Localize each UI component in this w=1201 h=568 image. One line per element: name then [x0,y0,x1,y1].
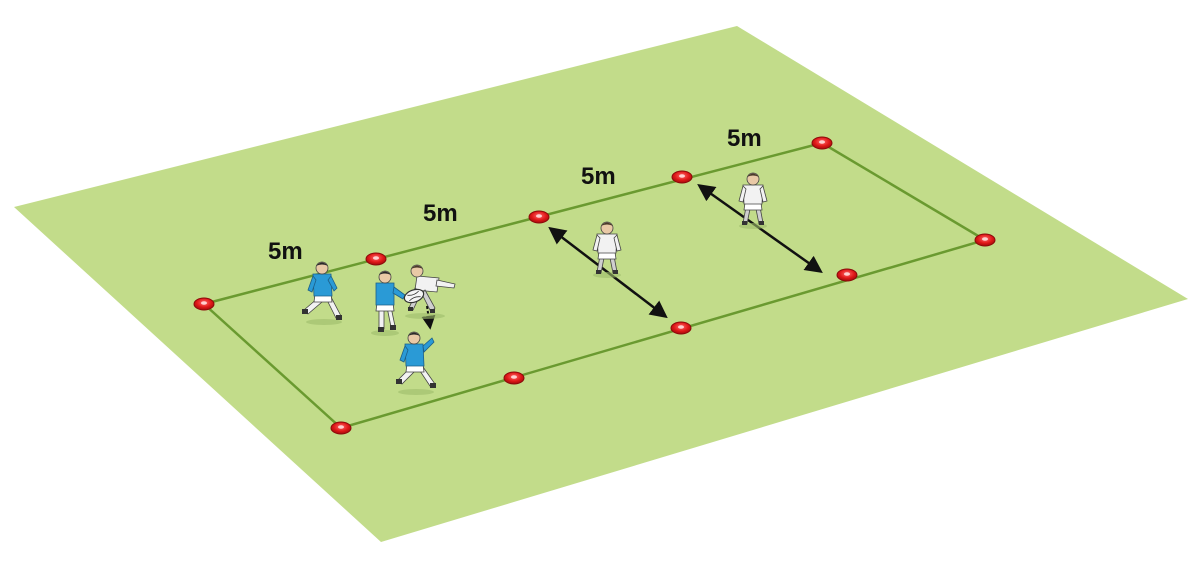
cone [365,252,387,266]
cone [528,210,550,224]
attacker-player [302,261,342,325]
attacker-player [396,331,436,395]
attacker-player [371,270,406,336]
pitch-surface [14,26,1188,542]
cone [811,136,833,150]
distance-label-2: 5m [423,200,458,227]
cones [193,136,996,435]
cone [670,321,692,335]
cone [974,233,996,247]
cone [330,421,352,435]
defender-player [592,221,622,278]
cone [193,297,215,311]
distance-label-1: 5m [268,238,303,265]
cone [836,268,858,282]
cone [503,371,525,385]
rugby-ball-icon [403,288,425,304]
defender-player [738,172,768,229]
cone [671,170,693,184]
distance-label-3: 5m [581,163,616,190]
distance-label-4: 5m [727,125,762,152]
